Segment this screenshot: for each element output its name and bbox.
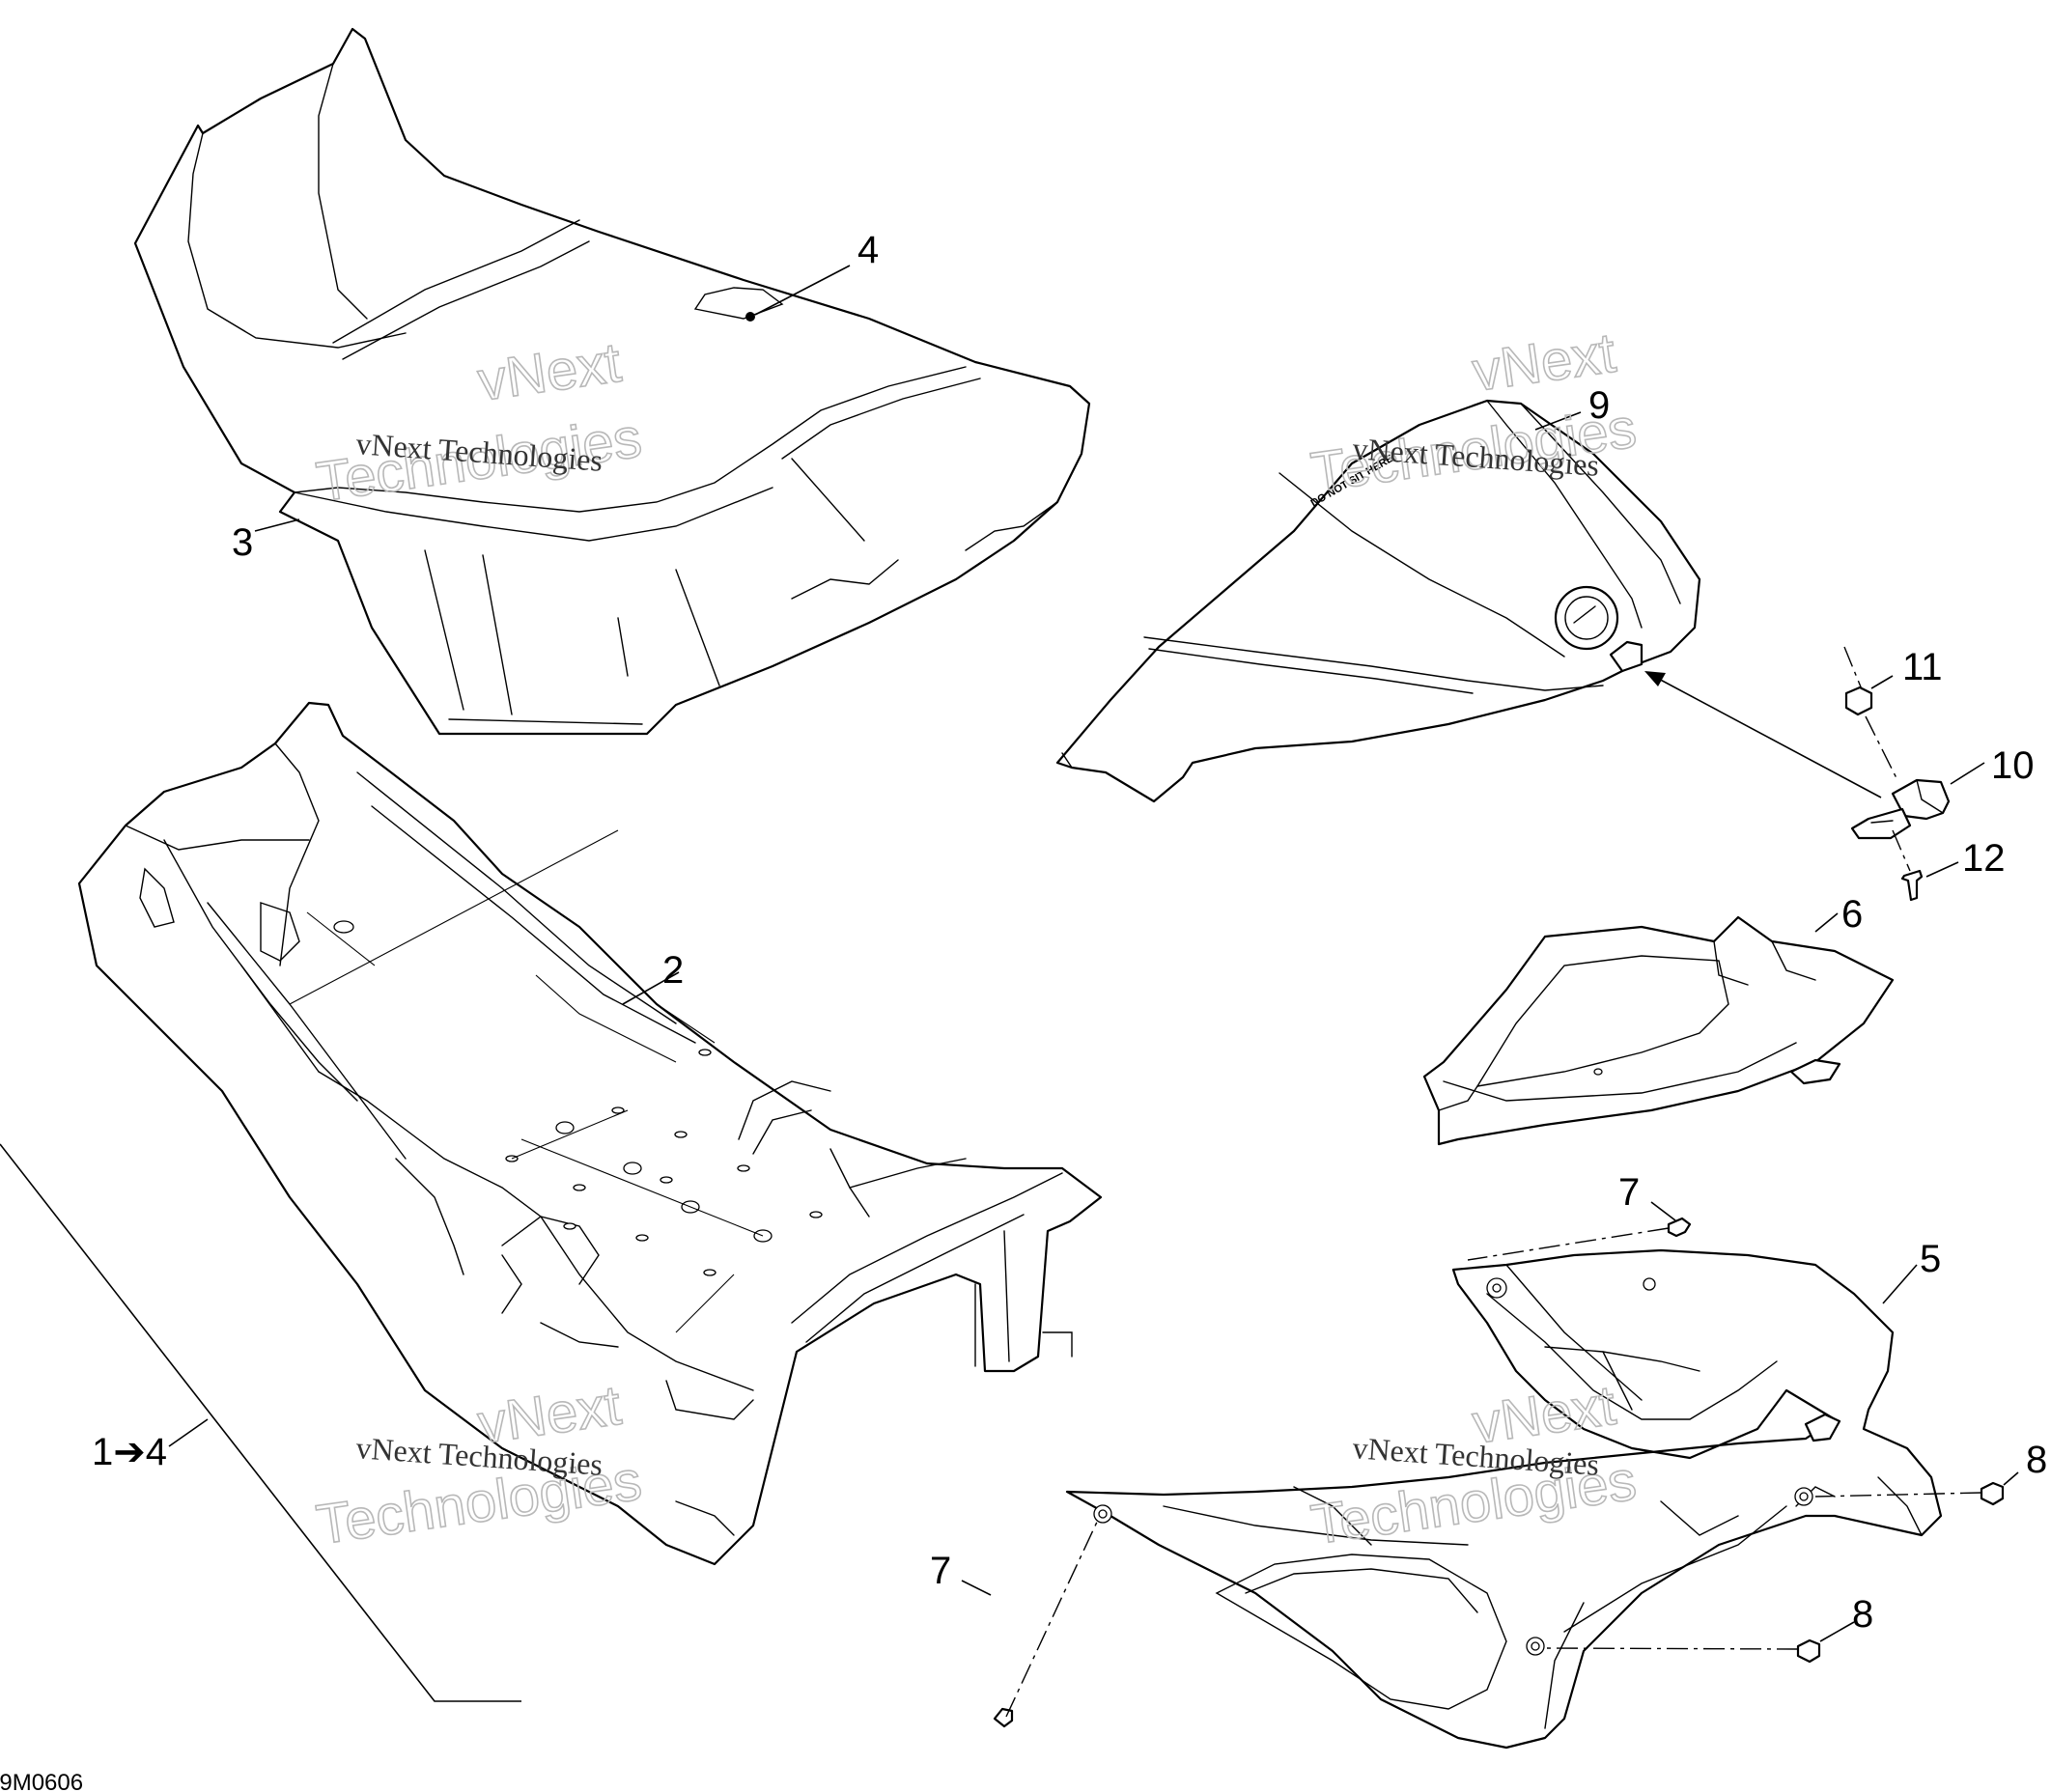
screw-7-lower [993, 1707, 1014, 1728]
screw-part-12-shape [1900, 869, 1924, 902]
screw-8-upper [1980, 1481, 2005, 1506]
fasteners [993, 1217, 2005, 1728]
tray-part-6 [1422, 915, 1895, 1146]
callout-8-lower: 8 [1852, 1593, 1873, 1636]
screw-7-upper [1667, 1217, 1692, 1238]
callout-4: 4 [857, 229, 879, 271]
callout-8-upper: 8 [2026, 1439, 2047, 1481]
nut-part-11-shape [1844, 686, 1873, 716]
side-panel-part-5 [1065, 1248, 1943, 1750]
callout-7-lower: 7 [930, 1550, 951, 1592]
latch-hardware [1844, 686, 1951, 902]
callout-3: 3 [232, 521, 253, 564]
callout-9: 9 [1588, 384, 1610, 427]
callout-7-upper: 7 [1618, 1171, 1640, 1214]
screw-8-lower [1796, 1638, 1821, 1664]
callout-10: 10 [1991, 744, 2035, 787]
drawing-code: 29M0606 [0, 1770, 83, 1792]
callout-11: 11 [1902, 646, 1943, 688]
dash-axes [1005, 646, 1982, 1718]
callout-12: 12 [1962, 837, 2006, 880]
seat-part-3 [133, 27, 1091, 736]
leader-lines [0, 265, 2019, 1702]
callout-2: 2 [662, 949, 684, 992]
callout-1-4: 1➔4 [92, 1431, 167, 1473]
seat-base-part-2 [77, 701, 1103, 1566]
callout-5: 5 [1920, 1238, 1941, 1280]
callout-6: 6 [1841, 893, 1863, 936]
